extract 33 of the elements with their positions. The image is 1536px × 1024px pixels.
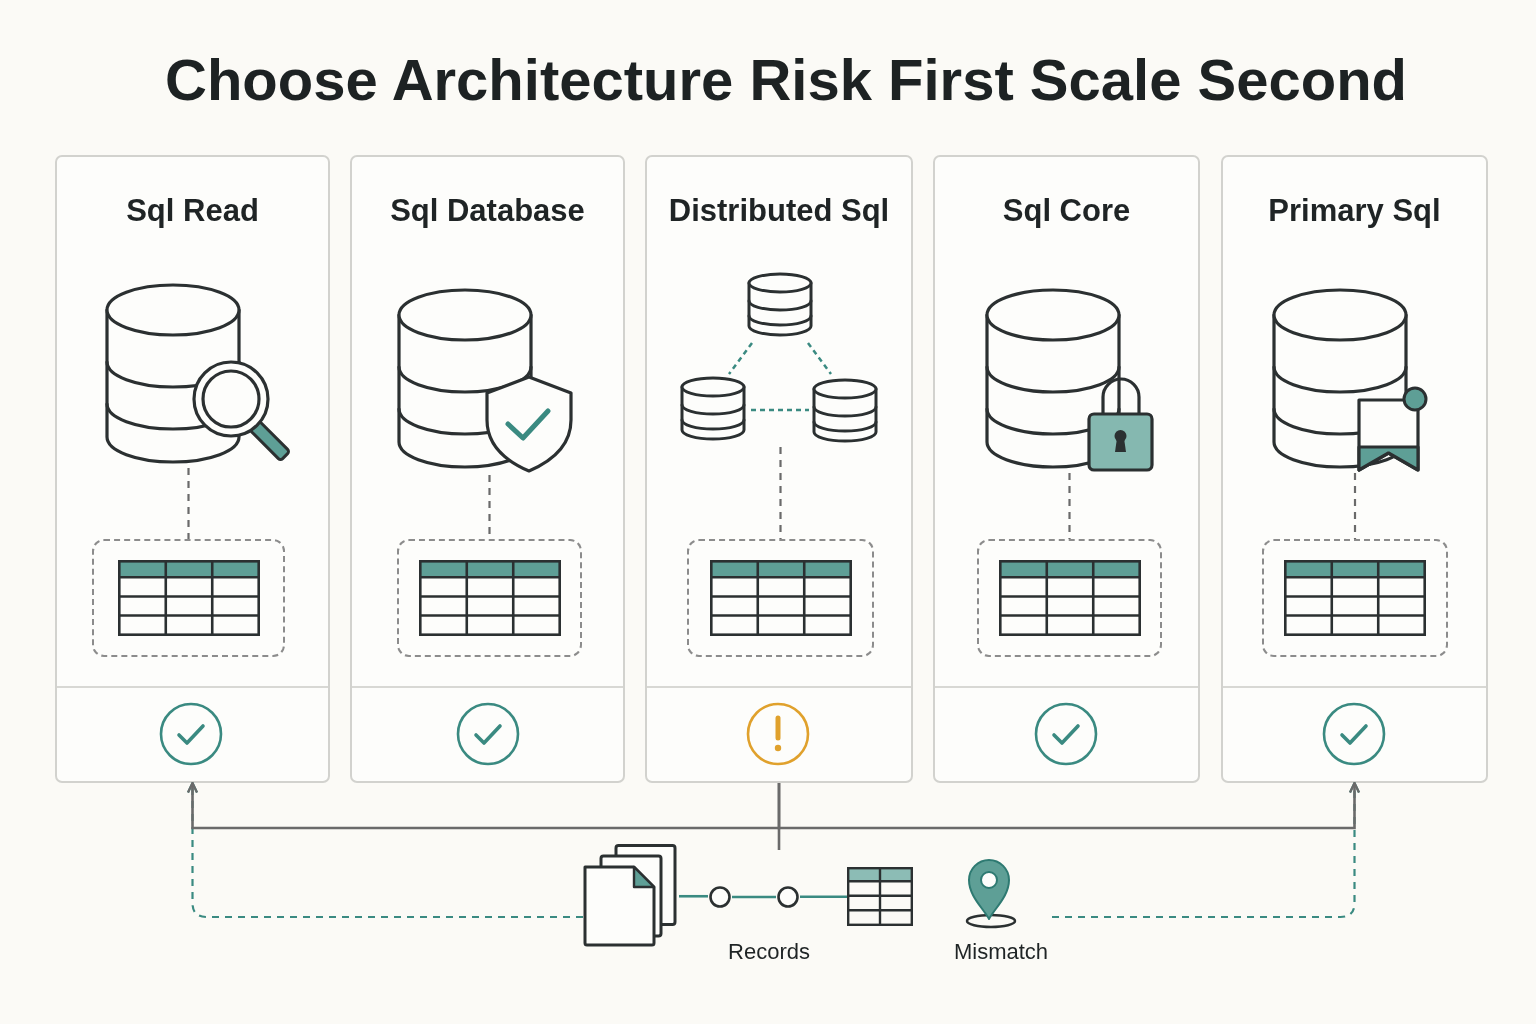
card-title: Sql Read bbox=[126, 193, 259, 229]
table-frame bbox=[977, 539, 1162, 657]
table-frame bbox=[92, 539, 285, 657]
connector-line bbox=[679, 894, 708, 898]
ring-icon bbox=[776, 885, 800, 909]
connector-line bbox=[732, 895, 776, 899]
card-title: Sql Core bbox=[1002, 193, 1131, 229]
option-card bbox=[55, 155, 330, 783]
arrow bbox=[777, 781, 1361, 830]
documents-icon bbox=[583, 844, 679, 947]
table-frame bbox=[1262, 539, 1448, 657]
ring-icon bbox=[708, 885, 732, 909]
table-frame bbox=[687, 539, 874, 657]
node-caption: Mismatch bbox=[953, 939, 1049, 965]
text-label: Records bbox=[728, 939, 810, 965]
table-frame bbox=[397, 539, 582, 657]
card-title: Primary Sql bbox=[1268, 193, 1441, 229]
arrow bbox=[186, 781, 781, 830]
connector-line bbox=[800, 895, 847, 899]
option-card bbox=[933, 155, 1200, 783]
option-card bbox=[645, 155, 913, 783]
card-title: Sql Database bbox=[390, 193, 585, 229]
table-icon bbox=[847, 867, 913, 926]
page-title: Choose Architecture Risk First Scale Second bbox=[165, 46, 1407, 114]
dashed-line bbox=[187, 468, 190, 539]
dashed-line bbox=[1353, 473, 1357, 539]
database-lock-illustration bbox=[982, 287, 1156, 473]
database-shield-illustration bbox=[394, 287, 576, 475]
option-card bbox=[1221, 155, 1488, 783]
option-card bbox=[350, 155, 625, 783]
dashed-line bbox=[779, 447, 782, 539]
card-title: Distributed Sql bbox=[668, 193, 890, 229]
dashed-line bbox=[1068, 473, 1071, 539]
